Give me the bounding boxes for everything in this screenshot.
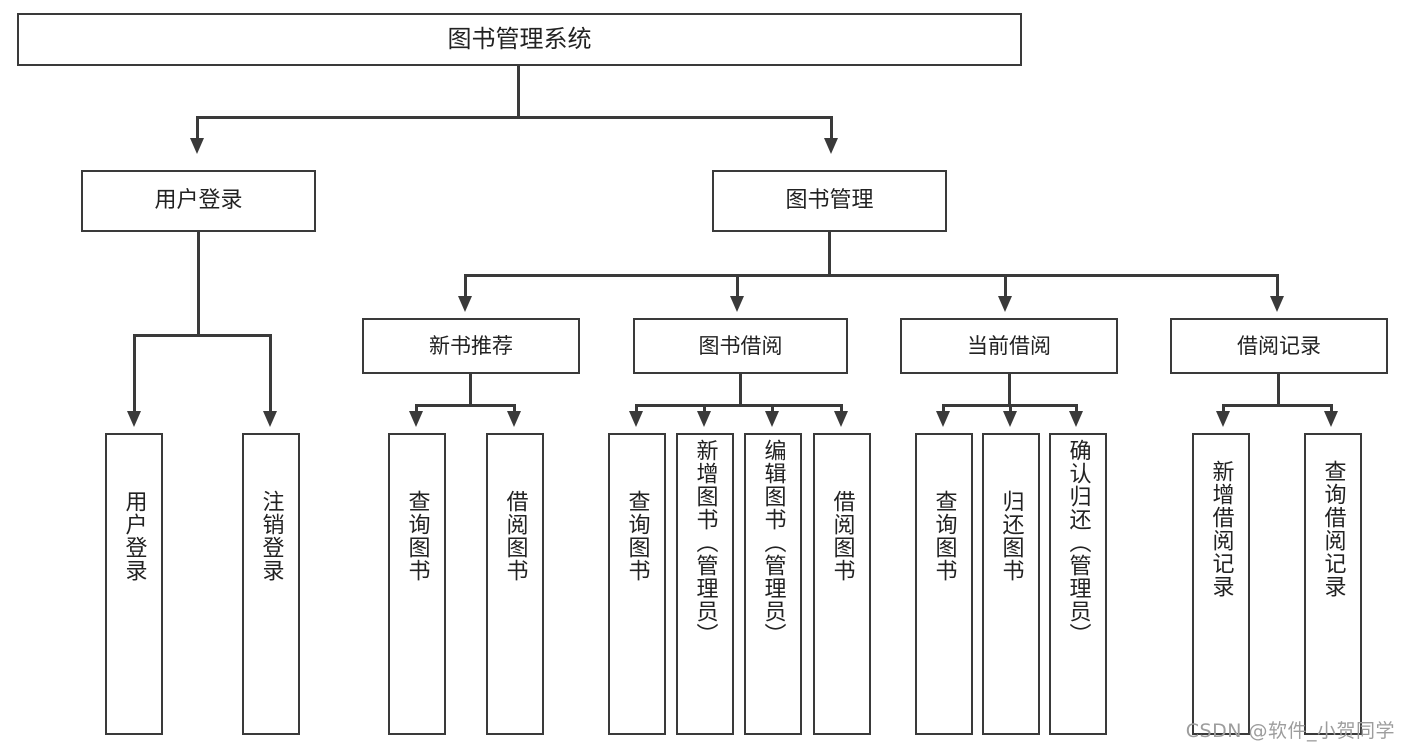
connector-root-stem bbox=[517, 66, 520, 118]
connector-bookborrow-drop-3 bbox=[771, 404, 774, 413]
arrow-to-new-book bbox=[458, 296, 472, 312]
connector-borrowrecord-drop-1 bbox=[1222, 404, 1225, 413]
node-borrow-record[interactable]: 借阅记录 bbox=[1170, 318, 1388, 374]
leaf-label: 查询图书 bbox=[404, 490, 430, 582]
connector-bookmanage-drop-4 bbox=[1276, 274, 1279, 298]
arrow-to-leaf-edit-book bbox=[765, 411, 779, 427]
arrow-to-leaf-add-book bbox=[697, 411, 711, 427]
node-label: 图书管理系统 bbox=[447, 24, 592, 53]
leaf-borrow-book-newbook[interactable]: 借阅图书 bbox=[486, 433, 544, 735]
connector-newbook-drop-1 bbox=[415, 404, 418, 413]
arrow-to-borrow-record bbox=[1270, 296, 1284, 312]
leaf-label: 归还图书 bbox=[998, 490, 1024, 582]
connector-newbook-stem bbox=[469, 374, 472, 406]
connector-bookmanage-drop-2 bbox=[736, 274, 739, 298]
arrow-to-leaf-user-login bbox=[127, 411, 141, 427]
connector-bookborrow-stem bbox=[739, 374, 742, 406]
leaf-label: 确认归还（管理员） bbox=[1065, 439, 1091, 646]
leaf-label: 新增借阅记录 bbox=[1208, 460, 1234, 598]
node-label: 借阅记录 bbox=[1237, 333, 1321, 358]
node-new-book-recommend[interactable]: 新书推荐 bbox=[362, 318, 580, 374]
connector-currentborrow-drop-2 bbox=[1009, 404, 1012, 413]
connector-bookmanage-drop-1 bbox=[464, 274, 467, 298]
node-label: 当前借阅 bbox=[967, 333, 1051, 358]
connector-newbook-bus bbox=[415, 404, 516, 407]
leaf-query-book-current[interactable]: 查询图书 bbox=[915, 433, 973, 735]
arrow-to-leaf-add-record bbox=[1216, 411, 1230, 427]
connector-bookmanage-stem bbox=[828, 232, 831, 276]
connector-userlogin-drop-1 bbox=[133, 334, 136, 413]
leaf-add-borrow-record[interactable]: 新增借阅记录 bbox=[1192, 433, 1250, 735]
connector-userlogin-bus bbox=[133, 334, 272, 337]
connector-bookborrow-drop-4 bbox=[840, 404, 843, 413]
node-label: 新书推荐 bbox=[429, 333, 513, 358]
node-current-borrow[interactable]: 当前借阅 bbox=[900, 318, 1118, 374]
node-root-system[interactable]: 图书管理系统 bbox=[17, 13, 1022, 66]
connector-userlogin-drop-2 bbox=[269, 334, 272, 413]
connector-bookborrow-drop-1 bbox=[635, 404, 638, 413]
connector-bookborrow-drop-2 bbox=[703, 404, 706, 413]
leaf-add-book[interactable]: 新增图书（管理员） bbox=[676, 433, 734, 735]
arrow-to-current-borrow bbox=[998, 296, 1012, 312]
arrow-to-leaf-borrow-book-2 bbox=[834, 411, 848, 427]
leaf-confirm-return[interactable]: 确认归还（管理员） bbox=[1049, 433, 1107, 735]
leaf-edit-book[interactable]: 编辑图书（管理员） bbox=[744, 433, 802, 735]
leaf-label: 新增图书（管理员） bbox=[692, 439, 718, 646]
leaf-label: 借阅图书 bbox=[829, 490, 855, 582]
node-book-borrow[interactable]: 图书借阅 bbox=[633, 318, 848, 374]
arrow-to-leaf-query-book-3 bbox=[936, 411, 950, 427]
leaf-borrow-book[interactable]: 借阅图书 bbox=[813, 433, 871, 735]
leaf-label: 用户登录 bbox=[121, 490, 147, 582]
arrow-to-leaf-query-record bbox=[1324, 411, 1338, 427]
watermark-text: CSDN @软件_小贺同学 bbox=[1185, 720, 1395, 742]
connector-root-drop-right bbox=[830, 116, 833, 140]
arrow-to-leaf-query-book-1 bbox=[409, 411, 423, 427]
leaf-label: 查询图书 bbox=[624, 490, 650, 582]
connector-borrowrecord-stem bbox=[1277, 374, 1280, 406]
connector-currentborrow-stem bbox=[1008, 374, 1011, 406]
node-label: 图书管理 bbox=[785, 188, 874, 214]
connector-root-bus bbox=[196, 116, 833, 119]
arrow-to-leaf-confirm-return bbox=[1069, 411, 1083, 427]
connector-bookmanage-bus bbox=[464, 274, 1279, 277]
node-label: 用户登录 bbox=[154, 188, 243, 214]
connector-bookborrow-bus bbox=[635, 404, 843, 407]
node-user-login[interactable]: 用户登录 bbox=[81, 170, 316, 232]
arrow-to-book-borrow bbox=[730, 296, 744, 312]
connector-newbook-drop-2 bbox=[513, 404, 516, 413]
leaf-query-borrow-record[interactable]: 查询借阅记录 bbox=[1304, 433, 1362, 735]
arrow-to-book-manage bbox=[824, 138, 838, 154]
leaf-query-book-newbook[interactable]: 查询图书 bbox=[388, 433, 446, 735]
arrow-to-leaf-query-book-2 bbox=[629, 411, 643, 427]
connector-currentborrow-drop-3 bbox=[1075, 404, 1078, 413]
connector-currentborrow-drop-1 bbox=[942, 404, 945, 413]
connector-bookmanage-drop-3 bbox=[1004, 274, 1007, 298]
connector-borrowrecord-bus bbox=[1222, 404, 1333, 407]
leaf-user-login[interactable]: 用户登录 bbox=[105, 433, 163, 735]
arrow-to-leaf-borrow-book-1 bbox=[507, 411, 521, 427]
connector-root-drop-left bbox=[196, 116, 199, 140]
arrow-to-leaf-return-book bbox=[1003, 411, 1017, 427]
node-label: 图书借阅 bbox=[698, 333, 783, 358]
leaf-label: 查询借阅记录 bbox=[1320, 460, 1346, 598]
leaf-label: 编辑图书（管理员） bbox=[760, 439, 786, 646]
leaf-label: 查询图书 bbox=[931, 490, 957, 582]
leaf-label: 注销登录 bbox=[258, 490, 284, 582]
arrow-to-leaf-logout bbox=[263, 411, 277, 427]
arrow-to-user-login bbox=[190, 138, 204, 154]
leaf-return-book[interactable]: 归还图书 bbox=[982, 433, 1040, 735]
leaf-logout[interactable]: 注销登录 bbox=[242, 433, 300, 735]
leaf-label: 借阅图书 bbox=[502, 490, 528, 582]
connector-borrowrecord-drop-2 bbox=[1330, 404, 1333, 413]
connector-userlogin-stem bbox=[197, 232, 200, 336]
node-book-manage[interactable]: 图书管理 bbox=[712, 170, 947, 232]
leaf-query-book-borrow[interactable]: 查询图书 bbox=[608, 433, 666, 735]
